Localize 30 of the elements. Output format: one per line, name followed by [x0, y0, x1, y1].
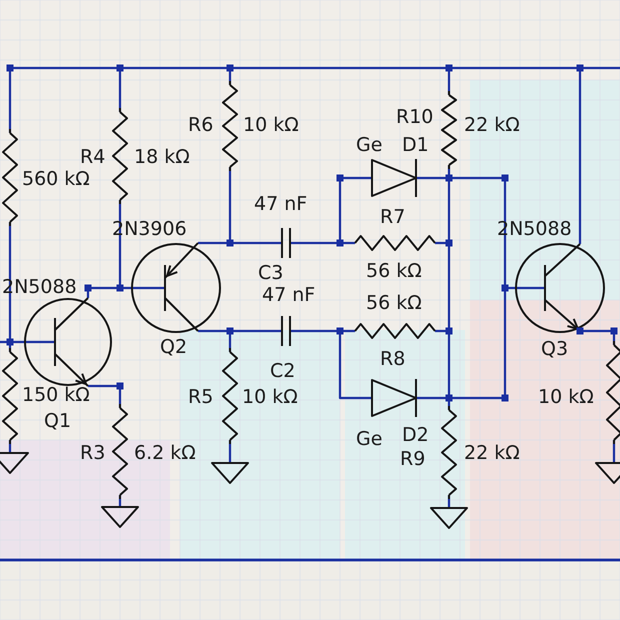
schematic-label: 10 kΩ [538, 386, 594, 408]
schematic-label: 22 kΩ [464, 442, 520, 464]
schematic-label: 47 nF [254, 193, 308, 215]
schematic-label: 6.2 kΩ [134, 442, 196, 464]
schematic-label: R5 [188, 386, 214, 408]
schematic-label: 56 kΩ [366, 260, 422, 282]
schematic-label: R6 [188, 114, 214, 136]
schematic-label: R9 [400, 448, 426, 470]
schematic-label: R7 [380, 206, 406, 228]
schematic-label: C2 [270, 360, 296, 382]
schematic-label: D2 [402, 424, 429, 446]
schematic-label: Q3 [541, 338, 568, 360]
schematic-label: Q2 [160, 336, 188, 358]
schematic-label: 560 kΩ [22, 168, 90, 190]
schematic-label: 56 kΩ [366, 292, 422, 314]
schematic-label: Ge [356, 428, 382, 450]
schematic-label: Q1 [44, 410, 72, 432]
schematic-label: 22 kΩ [464, 114, 520, 136]
schematic-label: D1 [402, 134, 429, 156]
schematic-label: C3 [258, 262, 284, 284]
schematic-label: R3 [80, 442, 106, 464]
schematic-label: 18 kΩ [134, 146, 190, 168]
schematic-label: Ge [356, 134, 382, 156]
schematic-label: 150 kΩ [22, 384, 90, 406]
schematic-label: R4 [80, 146, 106, 168]
schematic-label: 10 kΩ [242, 386, 298, 408]
schematic-label: 10 kΩ [243, 114, 299, 136]
schematic-label: R10 [396, 106, 434, 128]
schematic-label: 47 nF [262, 284, 316, 306]
schematic-label: R8 [380, 348, 406, 370]
